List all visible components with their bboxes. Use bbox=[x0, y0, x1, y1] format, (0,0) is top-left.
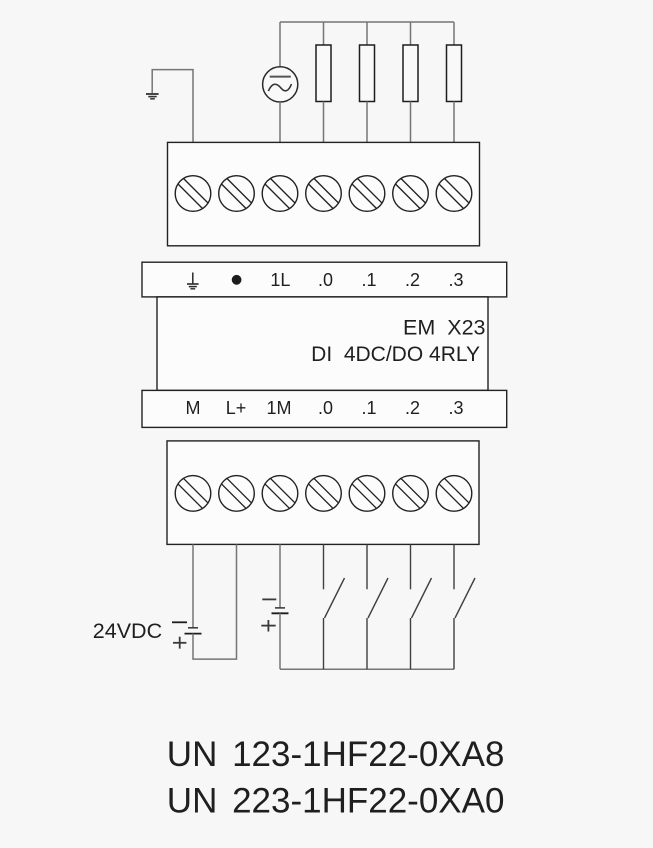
svg-text:.0: .0 bbox=[318, 398, 333, 418]
svg-text:24VDC: 24VDC bbox=[93, 619, 162, 643]
svg-text:UN 223-1HF22-0XA0: UN 223-1HF22-0XA0 bbox=[167, 782, 505, 821]
svg-text:.1: .1 bbox=[361, 398, 376, 418]
svg-text:UN 123-1HF22-0XA8: UN 123-1HF22-0XA8 bbox=[167, 735, 505, 774]
svg-text:L+: L+ bbox=[226, 398, 247, 418]
svg-text:.2: .2 bbox=[405, 270, 420, 290]
svg-text:.3: .3 bbox=[448, 398, 463, 418]
svg-text:1M: 1M bbox=[266, 398, 291, 418]
svg-text:M: M bbox=[186, 398, 201, 418]
svg-text:DI 4DC/DO 4RLY: DI 4DC/DO 4RLY bbox=[311, 343, 480, 366]
svg-text:.2: .2 bbox=[405, 398, 420, 418]
svg-text:.0: .0 bbox=[318, 270, 333, 290]
svg-text:.1: .1 bbox=[361, 270, 376, 290]
svg-text:EM X23: EM X23 bbox=[403, 316, 485, 340]
svg-text:1L: 1L bbox=[270, 270, 290, 290]
svg-text:.3: .3 bbox=[448, 270, 463, 290]
